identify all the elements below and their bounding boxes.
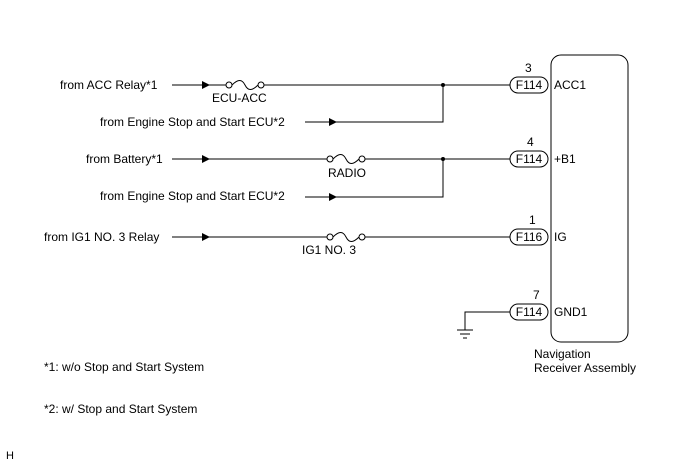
pin-number-gnd1: 7 [533,288,540,302]
pin-name-gnd1: GND1 [554,305,588,319]
fuse-label-ecu-acc: ECU-ACC [212,91,267,105]
pin-name-b1: +B1 [554,152,576,166]
connector-b1: F114 [509,150,549,168]
ground-wire [464,311,510,330]
pin-number-ig: 1 [529,213,536,227]
connector-gnd1: F114 [509,303,549,321]
connector-id-b1: F114 [516,152,543,166]
pin-name-acc1: ACC1 [554,78,586,92]
component-label-line1: Navigation [534,347,591,361]
connector-id-gnd1: F114 [516,305,543,319]
ground-symbol-icon [457,329,473,339]
input-label-ig1-relay: from IG1 NO. 3 Relay [44,230,159,244]
connector-id-acc1: F114 [516,78,543,92]
connector-acc1: F114 [509,76,549,94]
footnote-2: *2: w/ Stop and Start System [44,402,197,416]
connector-ig: F116 [509,228,549,246]
component-label-line2: Receiver Assembly [534,361,636,375]
fuse-radio-symbol [326,154,366,164]
engine-ecu-2-branch [328,159,444,198]
navigation-receiver-assembly-box [550,54,629,343]
footnote-1: *1: w/o Stop and Start System [44,360,204,374]
pin-number-b1: 4 [527,135,534,149]
input-label-engine-ecu-1: from Engine Stop and Start ECU*2 [100,115,285,129]
engine-ecu-1-branch [328,85,444,123]
corner-mark: H [6,450,14,462]
fuse-ecu-acc-symbol [225,80,265,90]
pin-number-acc1: 3 [525,61,532,75]
connector-id-ig: F116 [516,230,543,244]
input-label-engine-ecu-2: from Engine Stop and Start ECU*2 [100,189,285,203]
input-label-acc-relay: from ACC Relay*1 [60,78,158,92]
input-label-battery: from Battery*1 [86,152,163,166]
pin-name-ig: IG [554,230,567,244]
fuse-ig1-no3-symbol [326,232,366,242]
fuse-label-ig1-no3: IG1 NO. 3 [302,243,356,257]
fuse-label-radio: RADIO [328,166,366,180]
